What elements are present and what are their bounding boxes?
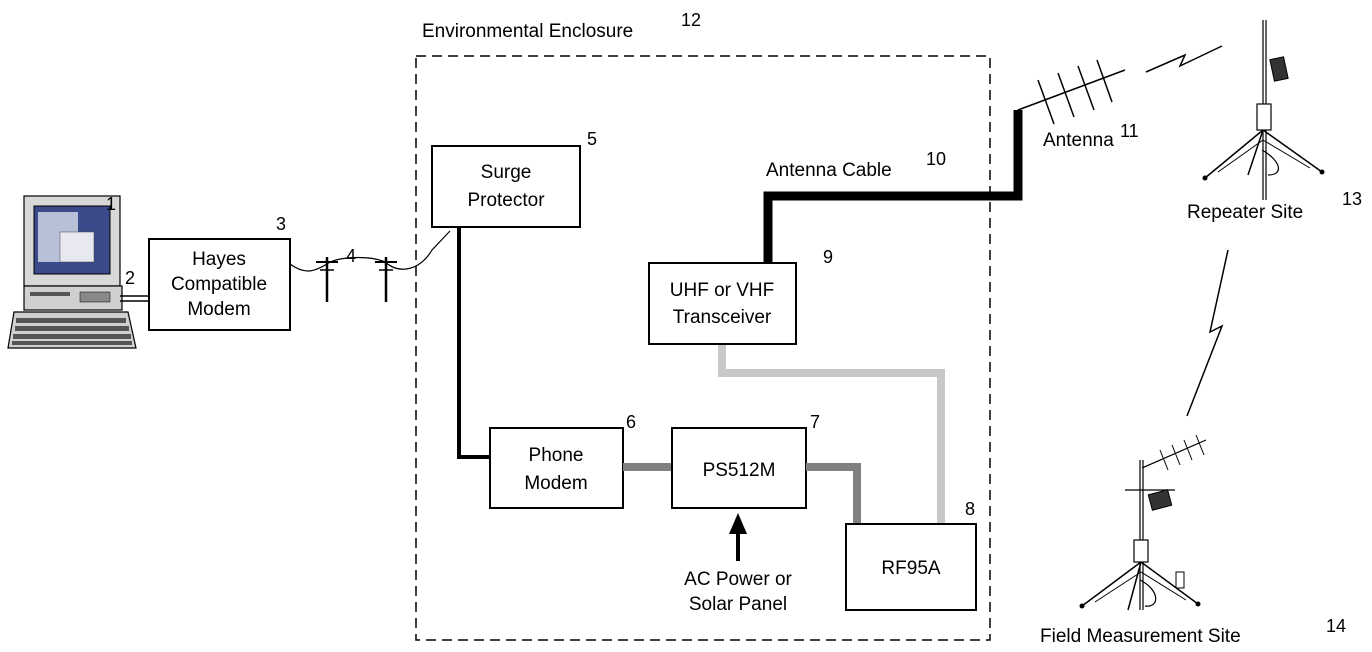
phone-modem-line1: Phone — [529, 445, 584, 466]
antenna-label: Antenna — [1043, 130, 1114, 151]
telephone-pole-icon — [375, 257, 397, 302]
computer-icon — [7, 195, 137, 349]
environmental-enclosure — [415, 55, 991, 641]
computer-cable-number: 2 — [125, 268, 135, 288]
hayes-modem-line2: Compatible — [171, 274, 267, 295]
phone-modem-box — [489, 427, 624, 509]
power-source-line2: Solar Panel — [689, 594, 787, 615]
field-tripod-icon — [1079, 434, 1207, 611]
phone-modem-number: 6 — [626, 412, 636, 432]
transceiver-to-rf95a-line — [718, 344, 945, 524]
surge-protector-number: 5 — [587, 129, 597, 149]
phone-line — [289, 230, 451, 272]
ps512m-number: 7 — [810, 412, 820, 432]
transceiver-box — [648, 262, 797, 345]
transceiver-line1: UHF or VHF — [670, 280, 775, 301]
phone-line-number: 4 — [346, 246, 356, 266]
field-site-number: 14 — [1326, 616, 1346, 636]
antenna-cable-number: 10 — [926, 149, 946, 169]
enclosure-label: Environmental Enclosure — [422, 21, 633, 42]
ps512m-to-rf95a-line — [806, 463, 861, 524]
phone-modem-line2: Modem — [524, 473, 587, 494]
yagi-antenna-icon — [1017, 59, 1126, 125]
repeater-site-label: Repeater Site — [1187, 202, 1303, 223]
rf95a-label: RF95A — [881, 558, 940, 579]
hayes-modem-line1: Hayes — [192, 249, 246, 270]
telephone-pole-icon — [316, 257, 338, 302]
ps512m-label: PS512M — [703, 460, 776, 481]
antenna-number: 11 — [1120, 121, 1139, 141]
transceiver-number: 9 — [823, 247, 833, 267]
ps512m-box — [671, 427, 807, 509]
rf95a-box — [845, 523, 977, 611]
radio-link-icon — [1186, 249, 1229, 417]
computer-number: 1 — [106, 194, 116, 214]
enclosure-number: 12 — [681, 10, 701, 30]
surge-to-modem-line — [457, 227, 490, 459]
antenna-cable-line — [763, 110, 1023, 263]
power-source-line1: AC Power or — [684, 569, 792, 590]
power-arrow-icon — [729, 513, 747, 561]
surge-protector-line1: Surge — [481, 162, 532, 183]
hayes-modem-line3: Modem — [187, 299, 250, 320]
rf95a-number: 8 — [965, 499, 975, 519]
repeater-site-number: 13 — [1342, 189, 1362, 209]
hayes-modem-number: 3 — [276, 214, 286, 234]
hayes-modem-box — [148, 238, 291, 331]
surge-protector-line2: Protector — [467, 190, 545, 211]
radio-link-icon — [1145, 45, 1223, 73]
field-site-label: Field Measurement Site — [1040, 626, 1241, 647]
antenna-cable-label: Antenna Cable — [766, 160, 892, 181]
transceiver-line2: Transceiver — [673, 307, 772, 328]
repeater-tripod-icon — [1202, 20, 1325, 200]
surge-protector-box — [431, 145, 581, 228]
